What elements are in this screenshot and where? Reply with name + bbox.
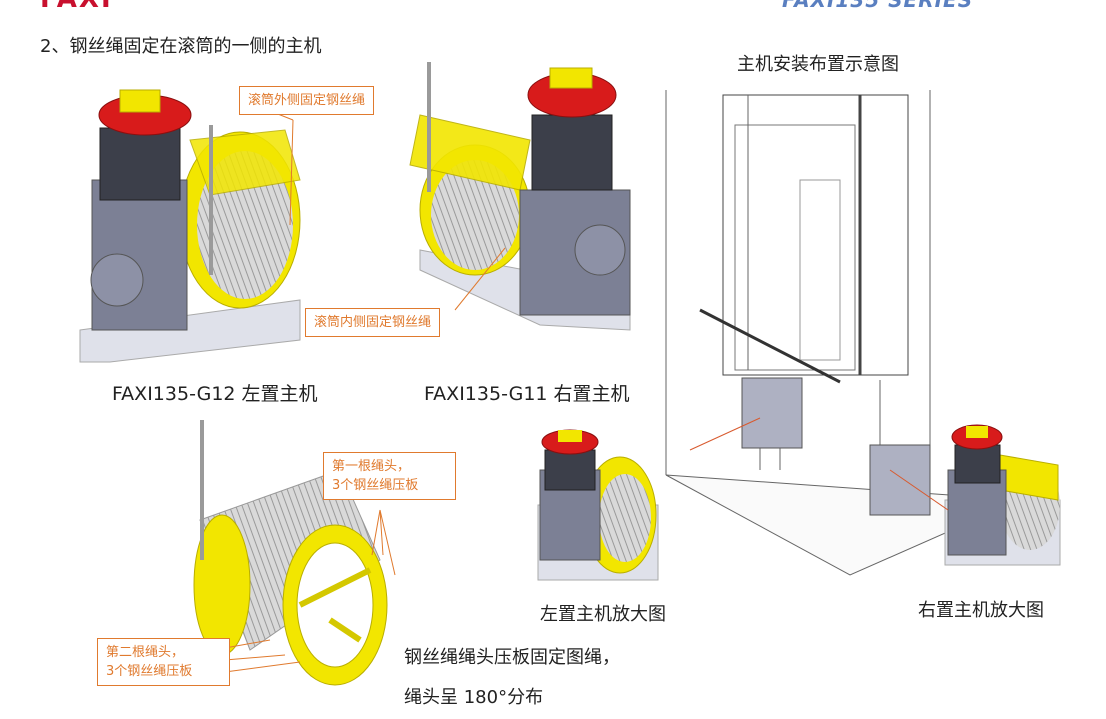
caption-right-machine: FAXI135-G11 右置主机 bbox=[424, 383, 630, 405]
note-line-2: 绳头呈 180°分布 bbox=[404, 687, 544, 708]
caption-right-zoom: 右置主机放大图 bbox=[918, 600, 1044, 621]
brand-logo: FAXI bbox=[40, 0, 113, 14]
leader-lines bbox=[224, 98, 949, 673]
drum-closeup-image bbox=[193, 420, 388, 686]
page-heading: 2、钢丝绳固定在滚筒的一侧的主机 bbox=[40, 36, 322, 57]
callout-first-rope-line2: 3个钢丝绳压板 bbox=[332, 478, 419, 493]
machine-right-image bbox=[409, 62, 631, 331]
series-label: FAXI135 SERIES bbox=[782, 0, 974, 12]
callout-inner-fix: 滚筒内侧固定钢丝绳 bbox=[305, 308, 441, 337]
caption-left-zoom: 左置主机放大图 bbox=[540, 604, 666, 625]
callout-second-rope-line1: 第二根绳头， bbox=[106, 645, 185, 660]
callout-first-rope: 第一根绳头， 3个钢丝绳压板 bbox=[323, 452, 456, 500]
diagram-title: 主机安装布置示意图 bbox=[737, 54, 899, 75]
caption-left-machine: FAXI135-G12 左置主机 bbox=[112, 383, 318, 405]
callout-first-rope-line1: 第一根绳头， bbox=[332, 459, 411, 474]
machine-left-image bbox=[79, 89, 301, 363]
callout-second-rope: 第二根绳头， 3个钢丝绳压板 bbox=[97, 638, 230, 686]
shaft-diagram-image bbox=[665, 90, 1021, 576]
right-zoom-image bbox=[944, 424, 1061, 566]
left-zoom-image bbox=[537, 429, 659, 581]
callout-second-rope-line2: 3个钢丝绳压板 bbox=[106, 664, 193, 679]
note-line-1: 钢丝绳绳头压板固定图绳， bbox=[404, 647, 620, 668]
callout-outer-fix: 滚筒外侧固定钢丝绳 bbox=[239, 86, 375, 115]
